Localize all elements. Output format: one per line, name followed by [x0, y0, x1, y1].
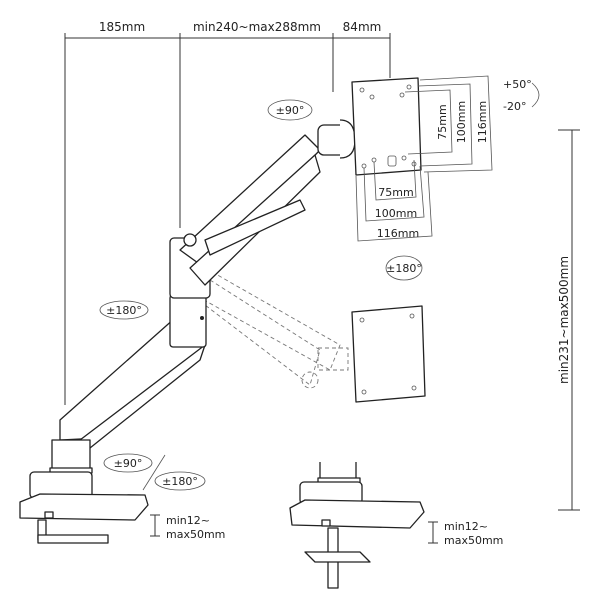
- head-swivel-label: ±90°: [276, 104, 305, 117]
- top-dimension-line: [64, 33, 391, 405]
- screen-rotation-label: ±180°: [386, 262, 422, 275]
- tilt-down-label: -20°: [503, 100, 526, 113]
- vesa-vertical-dims: [404, 75, 493, 173]
- elbow-rotation-label: ±180°: [106, 304, 142, 317]
- right-thickness-min: min12~: [444, 520, 488, 533]
- left-desk-clamp: [19, 471, 149, 544]
- divider-slash: [142, 454, 166, 491]
- lowered-monitor-plate: [351, 305, 426, 403]
- vesa-h-75: 75mm: [378, 186, 413, 199]
- rotation-arrow-icon: [267, 99, 313, 121]
- left-thickness-bracket: [150, 514, 160, 537]
- vesa-v-116: 116mm: [476, 101, 489, 143]
- rotation-arrow-icon: [103, 453, 153, 473]
- base-swivel-a-label: ±90°: [114, 457, 143, 470]
- vesa-v-75: 75mm: [436, 104, 449, 139]
- vesa-horizontal-dims: [355, 159, 433, 242]
- right-thickness-bracket: [428, 521, 438, 544]
- tilt-arrow-icon: [531, 82, 540, 108]
- upper-arm: [169, 134, 321, 299]
- vesa-h-116: 116mm: [377, 227, 419, 240]
- base-swivel-b-label: ±180°: [162, 475, 198, 488]
- vesa-v-100: 100mm: [455, 101, 468, 143]
- left-thickness-max: max50mm: [166, 528, 225, 541]
- lowered-plate-holes: [359, 313, 417, 395]
- tilt-head-joint: [317, 119, 356, 159]
- rotation-arrow-icon: [385, 255, 423, 281]
- lower-arm: [59, 294, 207, 449]
- rotation-arrow-icon: [99, 300, 149, 320]
- vesa-h-100: 100mm: [375, 207, 417, 220]
- vesa-monitor-plate: [351, 77, 422, 176]
- dim-height-range: min231~max500mm: [557, 256, 571, 384]
- right-thickness-max: max50mm: [444, 534, 503, 547]
- dim-head: 84mm: [343, 20, 382, 34]
- left-base-pole: [49, 439, 93, 474]
- rotation-arrow-icon: [154, 471, 206, 491]
- tilt-up-label: +50°: [503, 78, 532, 91]
- dim-arm-base: 185mm: [99, 20, 145, 34]
- right-grommet-clamp: [289, 462, 425, 589]
- left-thickness-min: min12~: [166, 514, 210, 527]
- lowered-arm-ghost: [194, 264, 349, 389]
- dim-arm-reach: min240~max288mm: [193, 20, 321, 34]
- height-dimension-line: [558, 129, 580, 511]
